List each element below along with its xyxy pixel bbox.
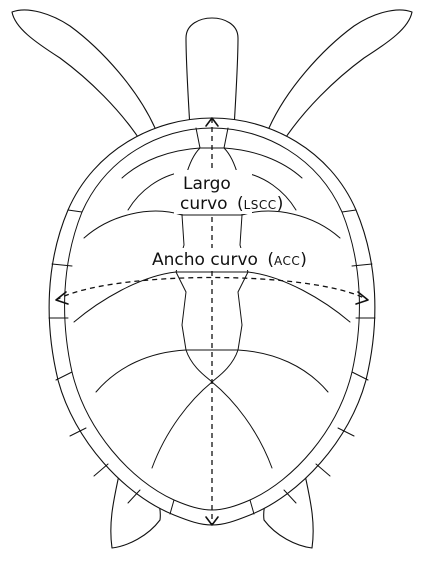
width-abbr: ACC [274, 254, 300, 268]
left-front-flipper [12, 10, 158, 140]
length-label-line1: Largo [183, 174, 231, 194]
head [186, 18, 238, 128]
length-abbr: LSCC [244, 198, 277, 212]
right-front-flipper [266, 10, 412, 140]
